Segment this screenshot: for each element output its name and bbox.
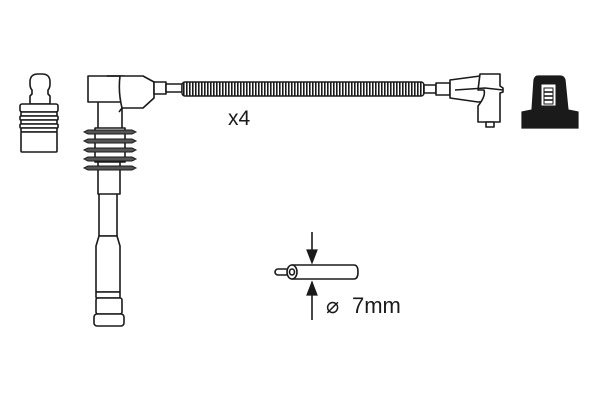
spark-plug-boot-icon [82,75,183,327]
quantity-label: x4 [228,107,251,130]
coil-connector-icon [521,75,579,129]
distributor-boot-icon [435,73,504,128]
ignition-cable-icon [181,81,437,97]
diameter-symbol: ⌀ [326,293,339,318]
diameter-label: 7mm [352,293,401,318]
spark-plug-adapter-icon [19,73,59,153]
cable-cross-section-icon [274,232,359,320]
